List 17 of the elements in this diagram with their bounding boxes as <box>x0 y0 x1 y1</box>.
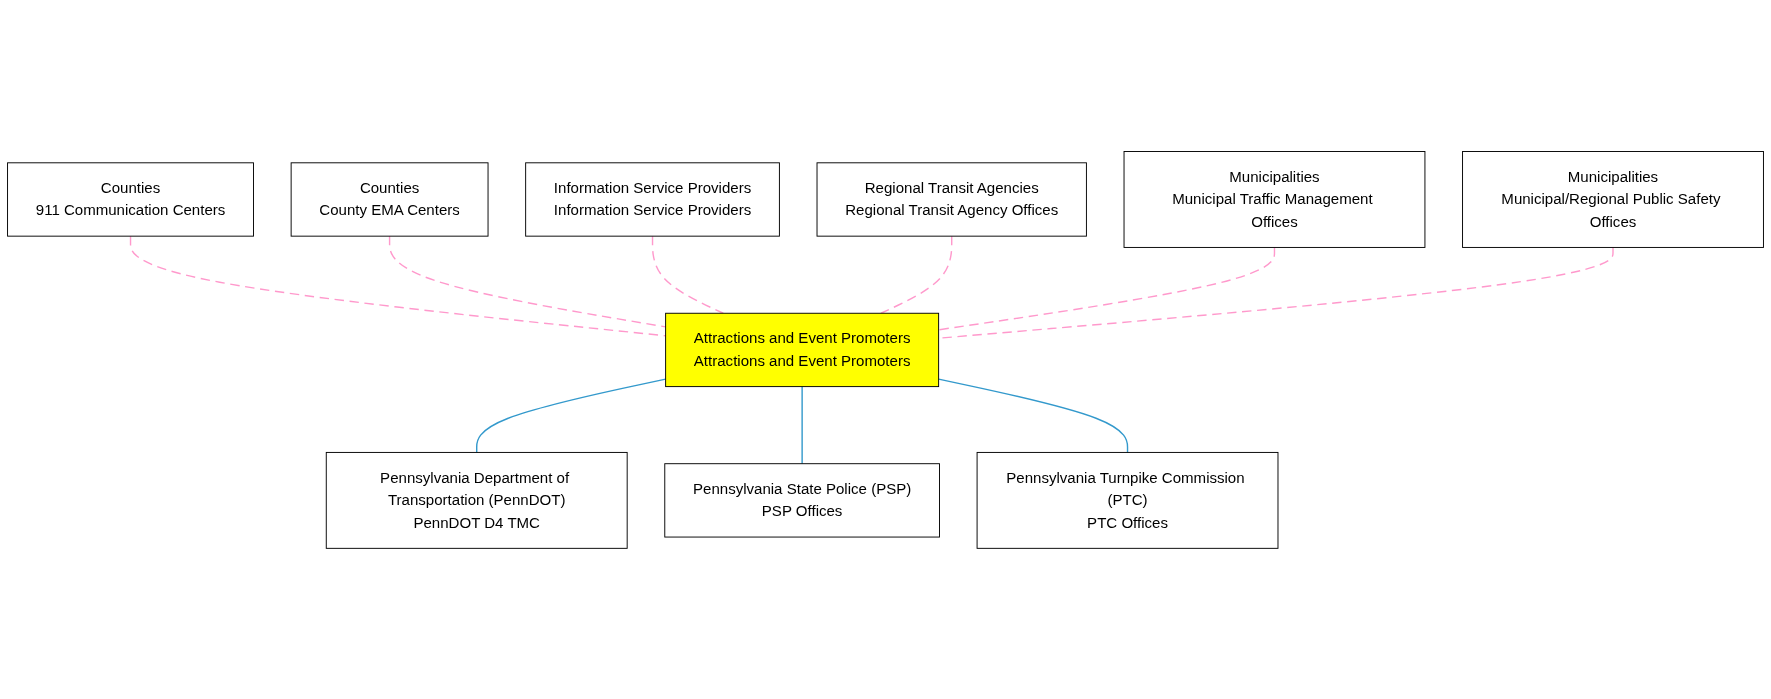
connector <box>937 377 1129 453</box>
connector <box>476 377 667 453</box>
connector <box>801 385 803 464</box>
node-box: Municipalities Municipal Traffic Management Offices <box>1123 150 1426 248</box>
node-box: Pennsylvania Department of Transportation (PennDOT) PennDOT D4 TMC <box>325 451 628 549</box>
node-box: Counties 911 Communication Centers <box>7 161 254 237</box>
node-box: Pennsylvania State Police (PSP) PSP Offices <box>664 462 940 538</box>
node-box: Counties County EMA Centers <box>290 161 489 237</box>
node-box: Regional Transit Agencies Regional Transit Agency Offices <box>816 161 1087 237</box>
node-box: Municipalities Municipal/Regional Public Safety Offices <box>1462 150 1764 248</box>
node-box: Information Service Providers Information Service Providers <box>525 161 780 237</box>
connector <box>937 246 1276 331</box>
connector <box>388 235 667 328</box>
connector <box>129 235 667 337</box>
node-box: Pennsylvania Turnpike Commission (PTC) PTC Offices <box>976 451 1279 549</box>
connector <box>937 246 1614 339</box>
node-box: Attractions and Event Promoters Attractions and Event Promoters <box>665 312 940 387</box>
